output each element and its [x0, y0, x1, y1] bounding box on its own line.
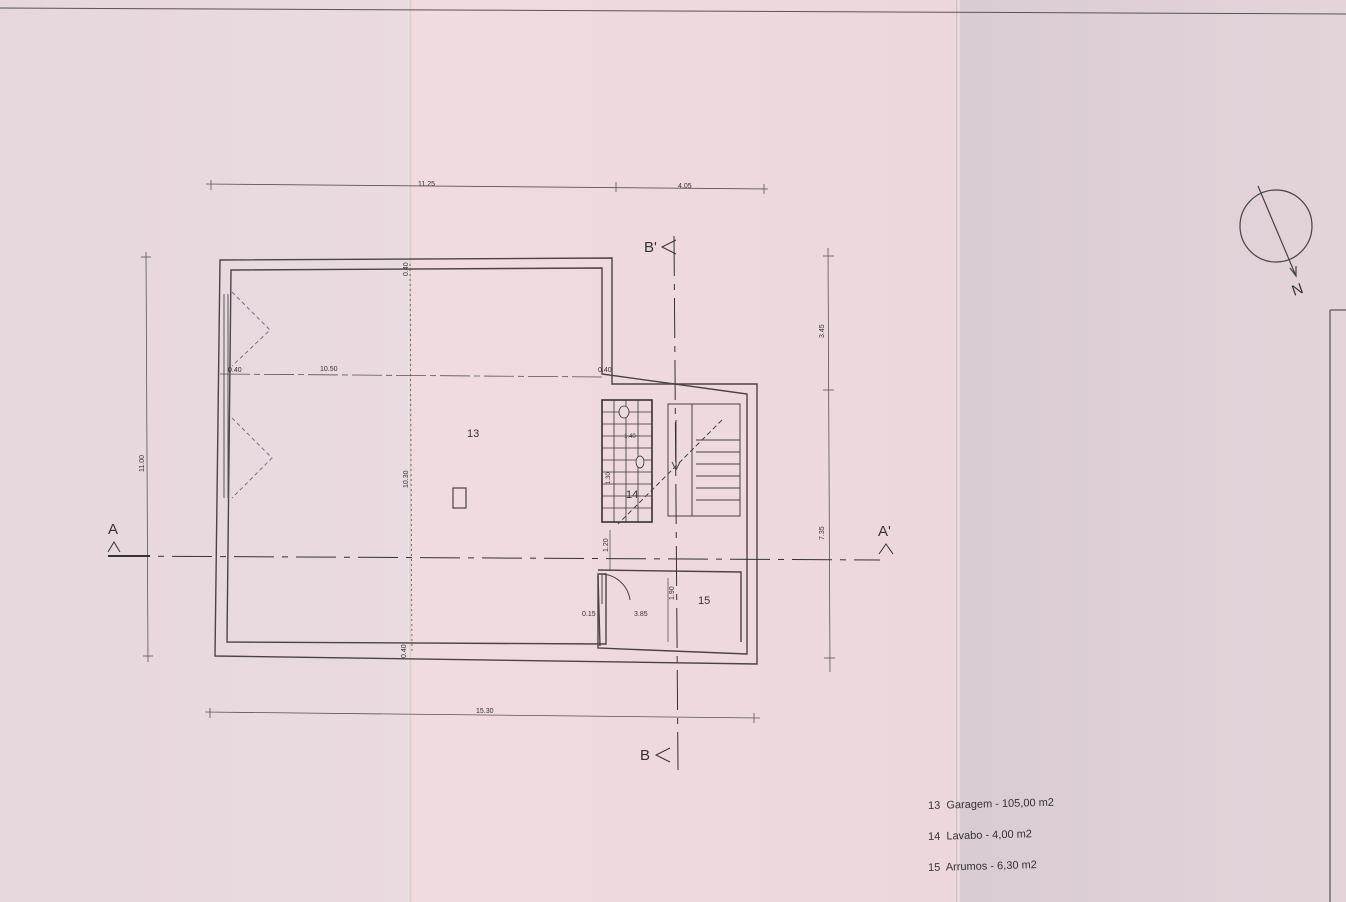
section-mark-b: B — [640, 747, 650, 764]
garage-door-left — [223, 291, 273, 499]
dim-top-right: 4.05 — [678, 183, 692, 190]
dim-bottom-total: 15.30 — [476, 708, 494, 715]
room-label-lavabo: 14 — [626, 489, 638, 501]
legend-number: 13 — [927, 799, 941, 812]
section-mark-a: A — [108, 521, 118, 538]
dim-corridor: 1.20 — [603, 538, 610, 552]
dim-lavabo-width: 1.40 — [624, 434, 636, 440]
dim-storage-height: 1.90 — [669, 586, 676, 600]
garage-fixture — [452, 487, 467, 509]
paper-panel-middle — [412, 0, 960, 902]
paper-panel-left — [0, 0, 412, 902]
dim-right-lower: 7.35 — [819, 526, 826, 540]
dim-storage-width: 3.85 — [634, 611, 648, 618]
dim-inner-height: 10.30 — [403, 470, 410, 488]
dim-garage-width: 10.50 — [320, 366, 338, 373]
dim-wall-left: 0.40 — [228, 367, 242, 374]
room-label-storage: 15 — [698, 595, 710, 607]
north-arrow — [1239, 185, 1313, 278]
dim-left-height: 11.00 — [139, 455, 146, 472]
dimension-lines — [141, 180, 835, 723]
room-label-garage: 13 — [467, 428, 479, 440]
paper-fold-line — [956, 0, 959, 902]
dim-wall-top: 0.40 — [403, 262, 410, 276]
legend-text: Arrumos - 6,30 m2 — [945, 859, 1037, 874]
dim-storage-wall: 0.15 — [582, 611, 596, 618]
dim-lavabo-height: 1.30 — [606, 472, 612, 484]
paper-panel-right — [960, 0, 1346, 902]
sheet-border-line — [0, 7, 1346, 15]
paper-fold-line — [408, 0, 411, 902]
lavabo-tiles — [601, 399, 653, 523]
legend-text: Lavabo - 4,00 m2 — [946, 828, 1033, 843]
legend-number: 15 — [927, 861, 941, 874]
dim-right-upper: 3.45 — [819, 324, 826, 338]
storage-door — [601, 573, 631, 604]
dim-top-total: 11.25 — [418, 181, 435, 188]
dim-wall-notch: 0.40 — [598, 367, 612, 374]
section-mark-a-prime: A' — [878, 523, 891, 540]
building-walls — [214, 257, 758, 665]
section-mark-b-prime: B' — [644, 239, 657, 256]
section-lines — [107, 235, 894, 771]
north-label: N — [1290, 280, 1306, 300]
dim-wall-bottom: 0.40 — [401, 644, 408, 658]
legend-number: 14 — [927, 830, 941, 843]
